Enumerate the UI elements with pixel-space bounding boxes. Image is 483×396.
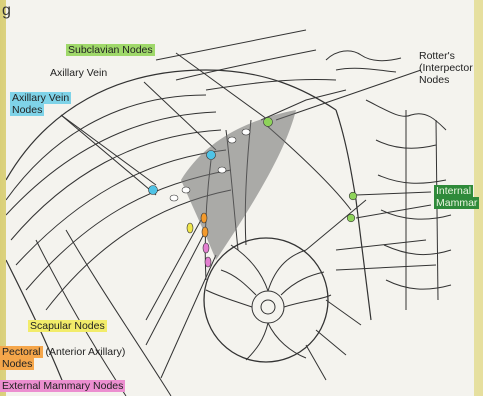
pectoral-node: [202, 227, 208, 237]
scapular-node: [187, 223, 193, 233]
external-mammary-node: [205, 257, 211, 267]
internal-mammary-node: [349, 192, 357, 200]
rotters-nodes-label-line3: Nodes: [419, 74, 449, 86]
pectoral-nodes-label-line1: Pectoral (Anterior Axillary): [0, 346, 125, 358]
white-node: [170, 195, 178, 201]
pectoral-nodes-label-line2: Nodes: [0, 358, 34, 370]
internal-mammary-node: [347, 214, 355, 222]
title-fragment: g: [2, 2, 11, 20]
subclavian-nodes-label: Subclavian Nodes: [66, 44, 155, 56]
axillary-vein-label: Axillary Vein: [50, 67, 107, 79]
anterior-axillary-text: (Anterior Axillary): [45, 346, 125, 358]
internal-mammary-label-line1: Internal: [434, 185, 473, 197]
white-node: [182, 187, 190, 193]
axillary-vein-node: [207, 151, 216, 160]
white-node: [218, 167, 226, 173]
internal-mammary-label-line2: Mammar: [434, 197, 479, 209]
lymph-node-diagram: [6, 0, 474, 396]
axillary-vein-nodes-label-line2: Nodes: [10, 104, 44, 116]
subclavian-node: [264, 118, 273, 127]
axillary-vein-node: [149, 186, 158, 195]
white-node: [242, 129, 250, 135]
anatomical-illustration: g Subclavian Nodes Axillary Vein Axillar…: [6, 0, 474, 396]
external-mammary-nodes-label: External Mammary Nodes: [0, 380, 125, 392]
white-node: [228, 137, 236, 143]
external-mammary-node: [203, 243, 209, 253]
axillary-vein-nodes-label-line1: Axillary Vein: [10, 92, 71, 104]
pectoral-node: [201, 213, 207, 223]
scapular-nodes-label: Scapular Nodes: [28, 320, 107, 332]
rotters-nodes-label-line2: (Interpector: [419, 62, 473, 74]
rotters-nodes-label-line1: Rotter's: [419, 50, 455, 62]
pectoral-word: Pectoral: [0, 346, 43, 358]
